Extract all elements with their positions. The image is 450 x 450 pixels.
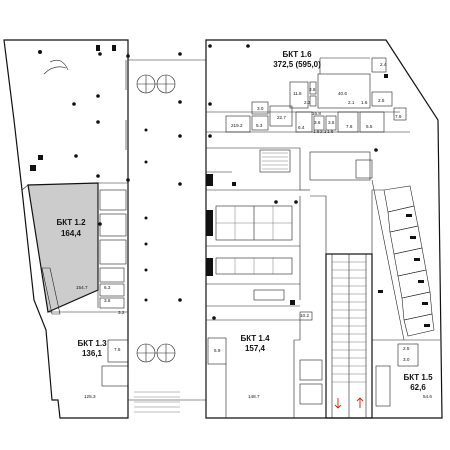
room-area: 7.6 bbox=[346, 124, 353, 129]
room-area: 5.3 bbox=[256, 123, 263, 128]
room-area: 1.6 bbox=[327, 129, 334, 134]
room-area: 10.2 bbox=[300, 313, 309, 318]
room-area: 148.7 bbox=[248, 394, 260, 399]
room-labels: 2.4 11.8 40.6 3.6 2.3 2.5 3.0 7.9 22.7 1… bbox=[76, 62, 432, 399]
room-area: 2.5 bbox=[403, 346, 410, 351]
unit-bkt-1-2-name[interactable]: БКТ 1.2 bbox=[56, 218, 86, 227]
room-area: 154.7 bbox=[76, 285, 88, 290]
room-area: 2.3 bbox=[304, 100, 311, 105]
room-area: 1.6 bbox=[361, 100, 368, 105]
room-area: 7.6 bbox=[114, 347, 121, 352]
unit-bkt-1-4-area: 157,4 bbox=[245, 344, 266, 353]
revolving-door-bottom bbox=[136, 343, 176, 363]
room-area: 2.1 bbox=[348, 100, 355, 105]
room-area: 6.5 bbox=[366, 124, 373, 129]
revolving-door-top bbox=[136, 74, 176, 94]
room-area: 16.8 bbox=[312, 111, 321, 116]
entrance-arrows bbox=[334, 397, 364, 409]
room-area: 3.6 bbox=[314, 120, 321, 125]
room-area: 3.0 bbox=[257, 106, 264, 111]
room-area: 2.1 bbox=[320, 129, 327, 134]
escalator bbox=[325, 253, 373, 419]
room-area: 6.9 bbox=[214, 348, 221, 353]
unit-bkt-1-3-area: 136,1 bbox=[82, 349, 103, 358]
room-area: 11.8 bbox=[293, 91, 302, 96]
room-area: 2.5 bbox=[378, 98, 385, 103]
unit-bkt-1-4-name[interactable]: БКТ 1.4 bbox=[240, 334, 270, 343]
room-area: 3.5 bbox=[328, 120, 335, 125]
unit-bkt-1-2-area[interactable] bbox=[27, 182, 99, 313]
elevator-bank bbox=[206, 174, 293, 276]
room-area: 3.6 bbox=[104, 298, 111, 303]
right-shops bbox=[371, 179, 435, 341]
room-area: 22.7 bbox=[277, 115, 286, 120]
room-area: 3.0 bbox=[403, 357, 410, 362]
room-area: 125.3 bbox=[84, 394, 96, 399]
room-area: 6.3 bbox=[104, 285, 111, 290]
room-area: 54.6 bbox=[423, 394, 432, 399]
room-area: 3.2 bbox=[118, 310, 125, 315]
unit-bkt-1-5-name[interactable]: БКТ 1.5 bbox=[403, 373, 433, 382]
room-area: 40.6 bbox=[338, 91, 347, 96]
room-area: 2.4 bbox=[380, 62, 387, 67]
unit-labels: БКТ 1.6 372,5 (595,0) БКТ 1.2 164,4 БКТ … bbox=[56, 50, 433, 392]
left-wing bbox=[3, 39, 180, 419]
unit-bkt-1-2-area-label: 164,4 bbox=[61, 229, 82, 238]
room-area: 6.4 bbox=[298, 125, 305, 130]
unit-bkt-1-6-name[interactable]: БКТ 1.6 bbox=[282, 50, 312, 59]
unit-bkt-1-5-area: 62,6 bbox=[410, 383, 426, 392]
central-atrium bbox=[126, 52, 206, 401]
unit-bkt-1-3-name[interactable]: БКТ 1.3 bbox=[77, 339, 107, 348]
unit-bkt-1-6-area: 372,5 (595,0) bbox=[273, 60, 321, 69]
room-area: 219.2 bbox=[231, 123, 243, 128]
room-area: 7.9 bbox=[395, 114, 402, 119]
right-block bbox=[205, 39, 443, 419]
room-area: 3.6 bbox=[309, 87, 316, 92]
room-area: 1.6 bbox=[313, 129, 320, 134]
